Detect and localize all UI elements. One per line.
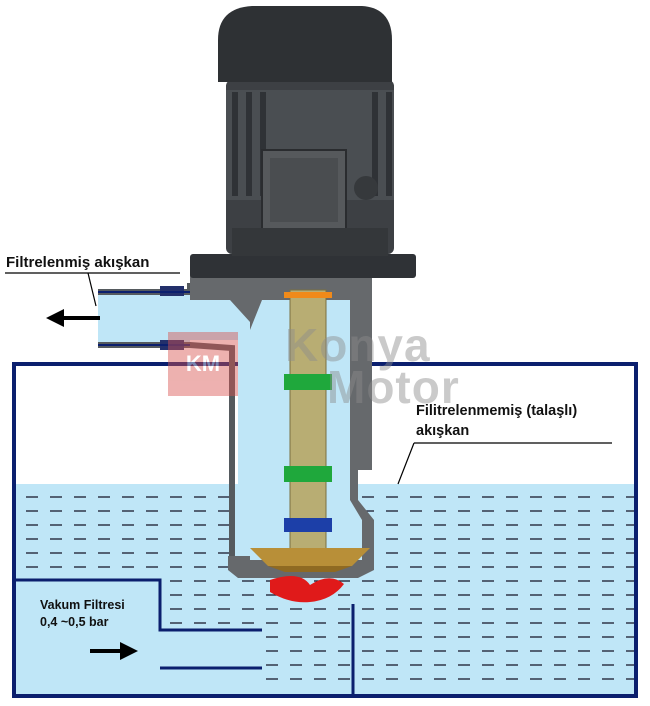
vacuum-filter-channel	[14, 580, 262, 694]
left-arrow-icon	[46, 309, 100, 327]
vacuum-filter-label: Vakum Filtresi	[40, 598, 125, 612]
leader-lines	[5, 272, 612, 485]
right-arrow-icon	[90, 642, 138, 660]
watermark-text-line1: Konya	[285, 319, 431, 371]
tank-wall	[12, 362, 638, 698]
coupling-upper	[284, 374, 332, 390]
watermark-text-line2: Motor	[327, 361, 460, 413]
motor	[218, 6, 394, 256]
orange-seal	[284, 292, 332, 298]
unfiltered-fluid-label-line2: akışkan	[416, 423, 470, 439]
flow-arrows	[46, 309, 138, 660]
watermark-logo: KM	[168, 332, 238, 396]
vacuum-filter-pressure: 0,4 ~0,5 bar	[40, 615, 109, 629]
bearing-blue	[284, 518, 332, 532]
filtered-fluid-label: Filtrelenmiş akışkan	[6, 254, 150, 271]
vacuum-filter-outline	[14, 578, 262, 670]
impeller	[250, 548, 370, 603]
coupling-lower	[284, 466, 332, 482]
unfiltered-fluid-label: Filitrelenmemiş (talaşlı)	[416, 403, 578, 419]
pump-shaft	[284, 289, 332, 551]
